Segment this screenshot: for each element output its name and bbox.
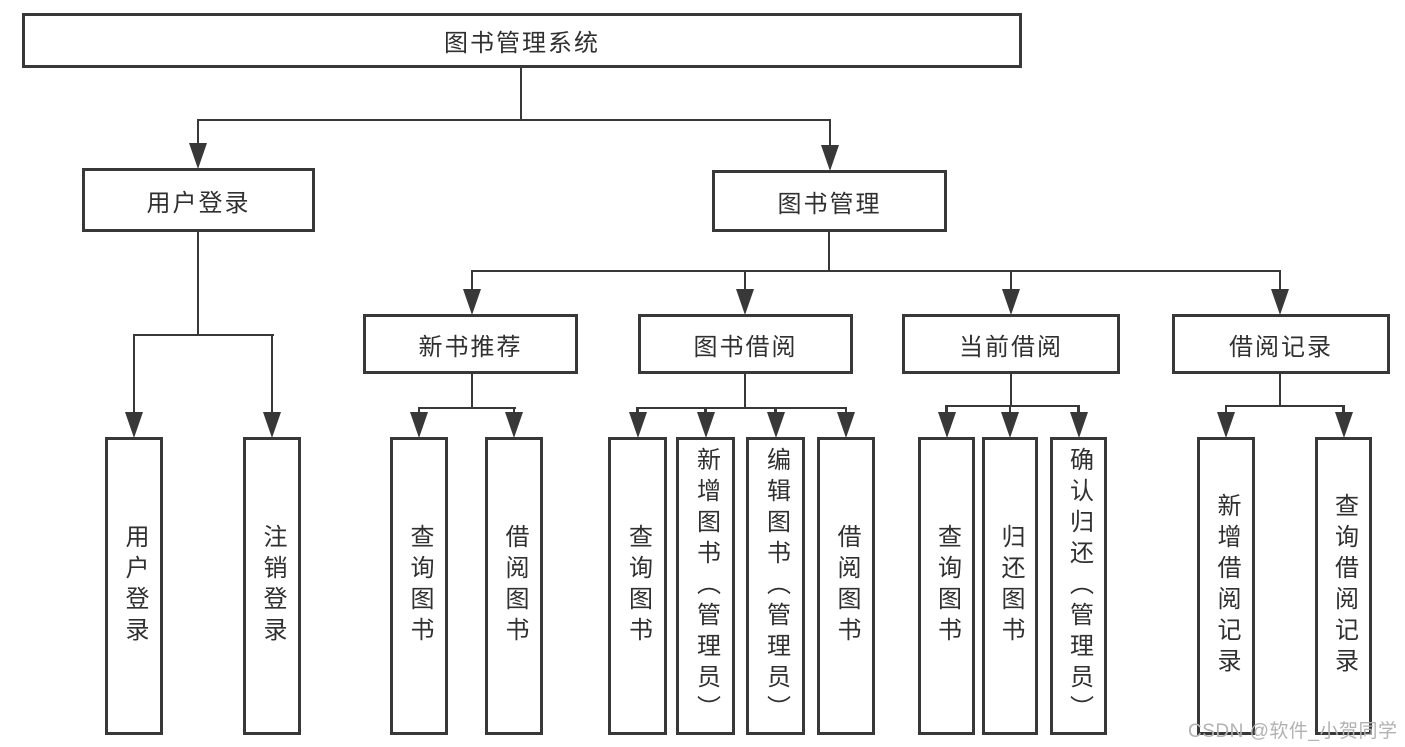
- leaf-query-books-borrow: 查询图书: [608, 437, 667, 735]
- leaf-query-books-recommend: 查询图书: [390, 437, 448, 735]
- connector-line: [743, 374, 747, 408]
- connector-line: [1224, 404, 1345, 408]
- node-root-library-system: 图书管理系统: [22, 13, 1022, 68]
- connector-line: [828, 120, 832, 150]
- connector-line: [196, 230, 200, 336]
- node-label: 用户登录: [146, 189, 251, 217]
- leaf-edit-book-admin: 编辑图书（管理员）: [746, 437, 805, 735]
- node-borrow-records: 借阅记录: [1172, 314, 1390, 374]
- connector-line: [470, 374, 474, 408]
- connector-line: [827, 230, 831, 272]
- connector-line: [470, 269, 1282, 273]
- leaf-logout: 注销登录: [243, 437, 301, 735]
- arrow-down-icon: [837, 412, 855, 438]
- connector-line: [1009, 271, 1013, 295]
- node-label: 图书管理系统: [444, 30, 600, 57]
- csdn-watermark: CSDN @软件_小贺同学: [1188, 721, 1398, 742]
- arrow-down-icon: [1069, 412, 1088, 438]
- connector-line: [519, 66, 523, 121]
- arrow-down-icon: [125, 412, 143, 438]
- node-label: 图书管理: [777, 190, 882, 218]
- connector-line: [636, 406, 848, 410]
- leaf-label: 借阅图书: [501, 524, 528, 648]
- arrow-down-icon: [736, 289, 754, 315]
- arrow-down-icon: [263, 412, 281, 438]
- leaf-label: 注销登录: [259, 524, 286, 648]
- arrow-down-icon: [628, 412, 647, 438]
- connector-line: [1278, 271, 1282, 295]
- arrow-down-icon: [821, 145, 839, 171]
- leaf-label: 查询借阅记录: [1330, 493, 1358, 679]
- connector-line: [132, 333, 274, 337]
- leaf-label: 编辑图书（管理员）: [762, 446, 790, 726]
- leaf-query-borrow-record: 查询借阅记录: [1315, 437, 1372, 735]
- node-user-login-branch: 用户登录: [82, 168, 315, 232]
- connector-line: [196, 118, 832, 122]
- leaf-return-book: 归还图书: [982, 437, 1038, 735]
- leaf-label: 新增图书（管理员）: [692, 446, 720, 726]
- leaf-label: 查询图书: [933, 524, 961, 648]
- connector-line: [196, 120, 200, 148]
- arrow-down-icon: [937, 412, 956, 438]
- connector-line: [270, 335, 274, 415]
- connector-line: [1009, 374, 1013, 406]
- arrow-down-icon: [1271, 289, 1289, 315]
- leaf-label: 借阅图书: [833, 524, 860, 648]
- node-label: 当前借阅: [959, 333, 1063, 361]
- arrow-down-icon: [1001, 412, 1019, 438]
- leaf-user-login: 用户登录: [105, 437, 163, 735]
- node-label: 新书推荐: [418, 333, 523, 361]
- arrow-down-icon: [1334, 412, 1353, 438]
- leaf-label: 确认归还（管理员）: [1065, 446, 1093, 726]
- node-label: 借阅记录: [1229, 333, 1333, 361]
- arrow-down-icon: [1002, 289, 1020, 315]
- leaf-borrow-books-recommend: 借阅图书: [485, 437, 543, 735]
- connector-line: [417, 406, 517, 410]
- connector-line: [945, 404, 1081, 408]
- arrow-down-icon: [463, 289, 481, 315]
- leaf-label: 归还图书: [997, 524, 1024, 648]
- node-label: 图书借阅: [693, 333, 798, 361]
- arrow-down-icon: [1217, 412, 1235, 438]
- leaf-add-borrow-record: 新增借阅记录: [1197, 437, 1255, 735]
- arrow-down-icon: [410, 412, 428, 438]
- node-book-borrow: 图书借阅: [638, 314, 853, 374]
- leaf-query-books-current: 查询图书: [918, 437, 975, 735]
- connector-line: [743, 271, 747, 295]
- connector-line: [132, 335, 136, 415]
- arrow-down-icon: [766, 412, 785, 438]
- node-current-borrow: 当前借阅: [902, 314, 1120, 374]
- leaf-label: 新增借阅记录: [1213, 493, 1240, 679]
- leaf-confirm-return-admin: 确认归还（管理员）: [1050, 437, 1107, 735]
- leaf-borrow-books: 借阅图书: [817, 437, 875, 735]
- leaf-label: 查询图书: [406, 524, 433, 648]
- arrow-down-icon: [696, 412, 715, 438]
- leaf-add-book-admin: 新增图书（管理员）: [676, 437, 735, 735]
- node-book-management-branch: 图书管理: [712, 170, 947, 232]
- arrow-down-icon: [189, 143, 207, 169]
- connector-line: [1278, 374, 1282, 406]
- leaf-label: 用户登录: [121, 524, 148, 648]
- leaf-label: 查询图书: [624, 524, 652, 648]
- node-new-book-recommend: 新书推荐: [363, 314, 578, 374]
- connector-line: [470, 271, 474, 295]
- arrow-down-icon: [505, 412, 523, 438]
